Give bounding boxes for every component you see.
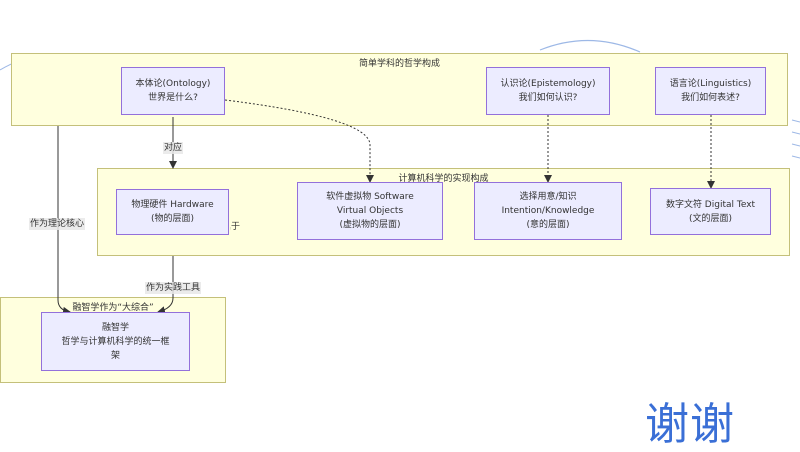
ontology-question: 世界是什么? (148, 93, 198, 103)
hardware-label: 物理硬件 Hardware (131, 200, 214, 210)
ontology-label: 本体论(Ontology) (135, 79, 211, 89)
ronzhi-label: 融智学 (101, 322, 129, 333)
thanks-text: 谢谢 (645, 399, 735, 450)
intention-layer: (意的层面) (526, 220, 570, 230)
software-layer: (虚拟物的层面) (339, 220, 401, 230)
software-subtitle: Virtual Objects (336, 206, 404, 216)
epistemology-node: 认识论(Epistemology) 我们如何认识? (486, 67, 610, 115)
intention-subtitle: Intention/Knowledge (501, 206, 595, 216)
decorative-arc (539, 39, 641, 53)
ronzhi-description: 哲学与计算机科学的统一框 (61, 336, 170, 347)
ronzhi-cluster-title: 融智学作为“大综合” (72, 303, 154, 313)
intention-node: 选择用意/知识 Intention/Knowledge (意的层面) (474, 182, 622, 240)
hardware-node: 物理硬件 Hardware (物的层面) (116, 189, 229, 235)
ontology-node: 本体论(Ontology) 世界是什么? (121, 67, 225, 115)
philosophy-cluster-title: 简单学科的哲学构成 (358, 59, 440, 69)
decorative-lines-right (791, 119, 800, 159)
linguistics-node: 语言论(Linguistics) 我们如何表述? (655, 67, 766, 115)
linguistics-question: 我们如何表述? (681, 93, 740, 103)
ronzhi-description-continued: 架 (110, 350, 120, 361)
digital-text-label: 数字文符 Digital Text (665, 199, 756, 210)
computer-science-cluster-title: 计算机科学的实现构成 (398, 174, 489, 184)
edge-theory-core (57, 126, 71, 315)
hardware-layer: (物的层面) (150, 214, 195, 224)
intention-label: 选择用意/知识 (519, 192, 577, 202)
edge-label-correspond: 对应 (163, 142, 184, 154)
epistemology-question: 我们如何认识? (518, 93, 578, 103)
edge-ontology-software (224, 99, 374, 183)
edge-label-practice-tool: 作为实践工具 (145, 282, 202, 294)
software-node: 软件虚拟物 Software Virtual Objects (虚拟物的层面) (297, 182, 443, 240)
edge-label-theory-core: 作为理论核心 (29, 218, 86, 230)
epistemology-label: 认识论(Epistemology) (500, 79, 596, 89)
ronzhi-node: 融智学 哲学与计算机科学的统一框 架 (41, 312, 190, 371)
edge-practice-tool (157, 256, 174, 315)
digital-text-layer: (文的层面) (688, 213, 733, 224)
digital-text-node: 数字文符 Digital Text (文的层面) (650, 188, 771, 235)
software-label: 软件虚拟物 Software (326, 192, 414, 202)
edge-label-belongs: 属于 (222, 222, 241, 232)
linguistics-label: 语言论(Linguistics) (669, 79, 752, 89)
